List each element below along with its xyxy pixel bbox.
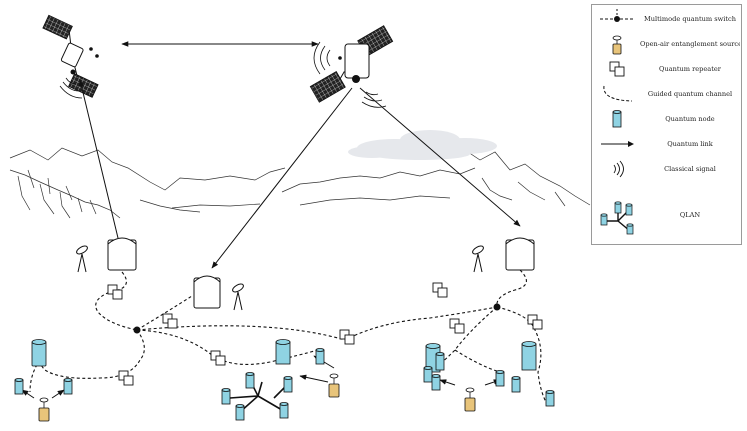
guided-channel-icon [603, 85, 633, 102]
quantum-links [21, 41, 521, 399]
legend-label: Quantum repeater [659, 65, 721, 73]
entanglement-source-icon [612, 35, 622, 55]
repeater-icon [609, 61, 625, 77]
legend-row-node: Quantum node [592, 108, 743, 130]
multimode-switch-icon [600, 9, 634, 22]
legend: Multimode quantum switch Open-air entang… [591, 4, 742, 245]
ground-stations [76, 237, 535, 311]
legend-row-qlan: QLAN [592, 195, 743, 235]
legend-label: Quantum node [665, 115, 715, 123]
legend-row-link: Quantum link [592, 133, 743, 155]
cloud [348, 130, 497, 160]
legend-row-source: Open-air entanglement source [592, 33, 743, 55]
mountain-range [9, 147, 591, 219]
legend-row-switch: Multimode quantum switch [592, 8, 743, 30]
qlan-icon [600, 201, 634, 235]
quantum-node-icon [612, 110, 622, 128]
quantum-repeaters [107, 282, 543, 386]
quantum-link-icon [601, 141, 634, 147]
classical-signal-icon [613, 160, 624, 178]
legend-label: Guided quantum channel [647, 90, 733, 98]
satellite-left [42, 14, 99, 99]
legend-label: QLAN [679, 211, 701, 219]
legend-label: Quantum link [667, 140, 713, 148]
legend-label: Classical signal [664, 165, 716, 173]
legend-label: Open-air entanglement source [640, 40, 740, 48]
satellite-right [309, 25, 394, 108]
legend-row-guided: Guided quantum channel [592, 83, 743, 105]
legend-row-repeater: Quantum repeater [592, 58, 743, 80]
quantum-nodes [14, 339, 555, 421]
legend-label: Multimode quantum switch [644, 15, 736, 23]
entanglement-sources [38, 373, 476, 422]
legend-row-classical: Classical signal [592, 158, 743, 180]
multimode-switches [133, 303, 501, 334]
